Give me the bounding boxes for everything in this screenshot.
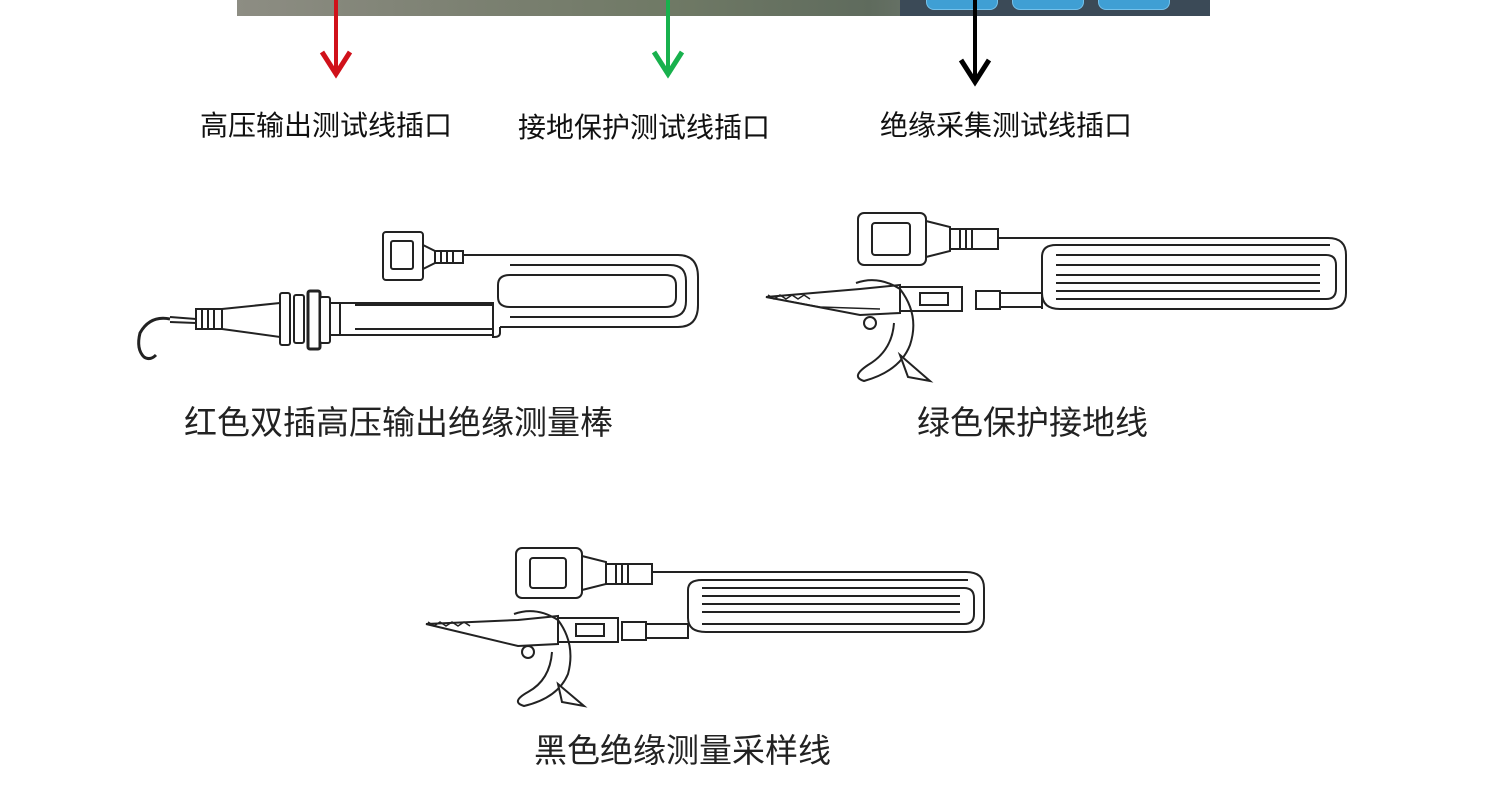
red-probe-label: 红色双插高压输出绝缘测量棒 [184, 403, 613, 442]
green-arrow [651, 0, 685, 79]
green-ground-cable-illustration [765, 212, 1347, 383]
red-arrow [319, 0, 353, 79]
device-button [1012, 0, 1084, 10]
black-arrow [958, 0, 992, 87]
device-panel-image [237, 0, 1210, 16]
device-button [1098, 0, 1170, 10]
device-buttons [900, 0, 1210, 16]
ground-protect-port-label: 接地保护测试线插口 [518, 111, 771, 144]
green-ground-label: 绿色保护接地线 [917, 403, 1148, 442]
black-sampling-cable-illustration [425, 547, 985, 708]
hv-output-port-label: 高压输出测试线插口 [200, 109, 453, 142]
red-hv-probe-illustration [137, 231, 699, 361]
insulation-collect-port-label: 绝缘采集测试线插口 [880, 109, 1133, 142]
black-sample-label: 黑色绝缘测量采样线 [534, 731, 831, 770]
